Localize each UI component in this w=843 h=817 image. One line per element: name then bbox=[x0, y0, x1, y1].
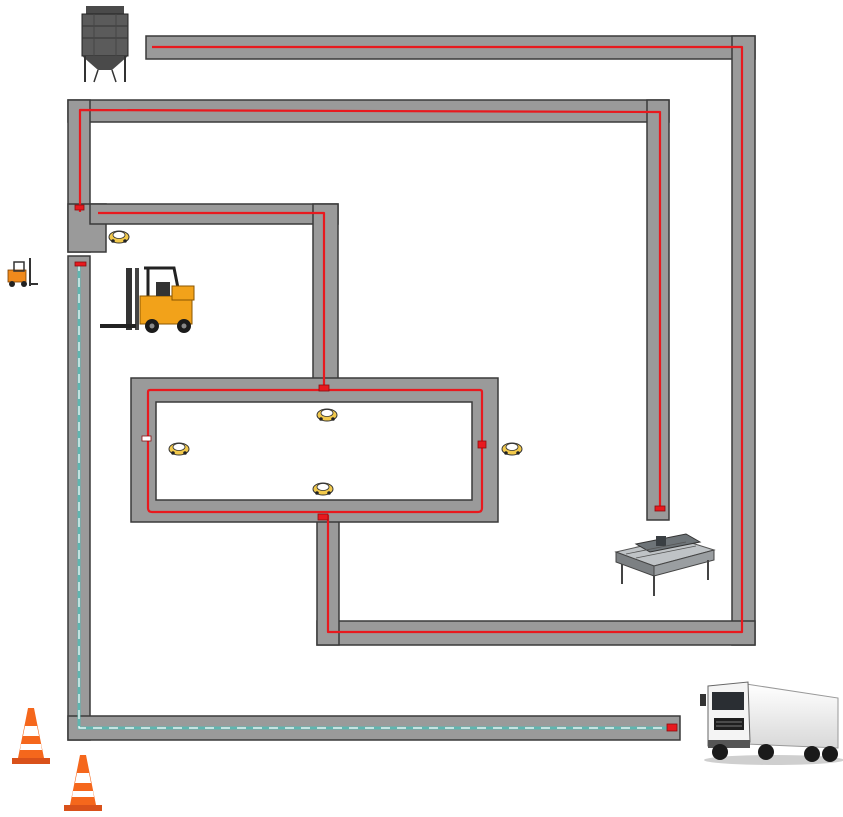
traffic-cone-icon bbox=[12, 708, 50, 764]
agv-icon bbox=[502, 443, 522, 455]
return-route bbox=[79, 262, 674, 728]
traffic-cone-icon bbox=[64, 755, 102, 811]
forklift-icon bbox=[100, 268, 194, 333]
route-center-loop bbox=[148, 390, 482, 512]
cutting-table-icon bbox=[616, 534, 714, 596]
agv-icon bbox=[313, 483, 333, 495]
track-right-outer bbox=[732, 36, 755, 645]
agv-icon bbox=[317, 409, 337, 421]
track-network bbox=[68, 36, 755, 740]
station-marker bbox=[318, 514, 328, 520]
track-inner-right bbox=[647, 100, 669, 520]
forklift-small-icon bbox=[8, 258, 38, 287]
station-marker bbox=[75, 262, 86, 266]
station-marker bbox=[667, 724, 677, 731]
agv-icon bbox=[169, 443, 189, 455]
agv-icon bbox=[109, 231, 129, 243]
truck-icon bbox=[700, 682, 843, 765]
station-marker bbox=[478, 441, 486, 448]
station-marker bbox=[655, 506, 665, 511]
station-marker bbox=[319, 385, 329, 391]
station-marker bbox=[142, 436, 151, 441]
station-marker bbox=[75, 205, 84, 210]
track-center-upper bbox=[313, 204, 338, 380]
silo-icon bbox=[82, 6, 128, 82]
